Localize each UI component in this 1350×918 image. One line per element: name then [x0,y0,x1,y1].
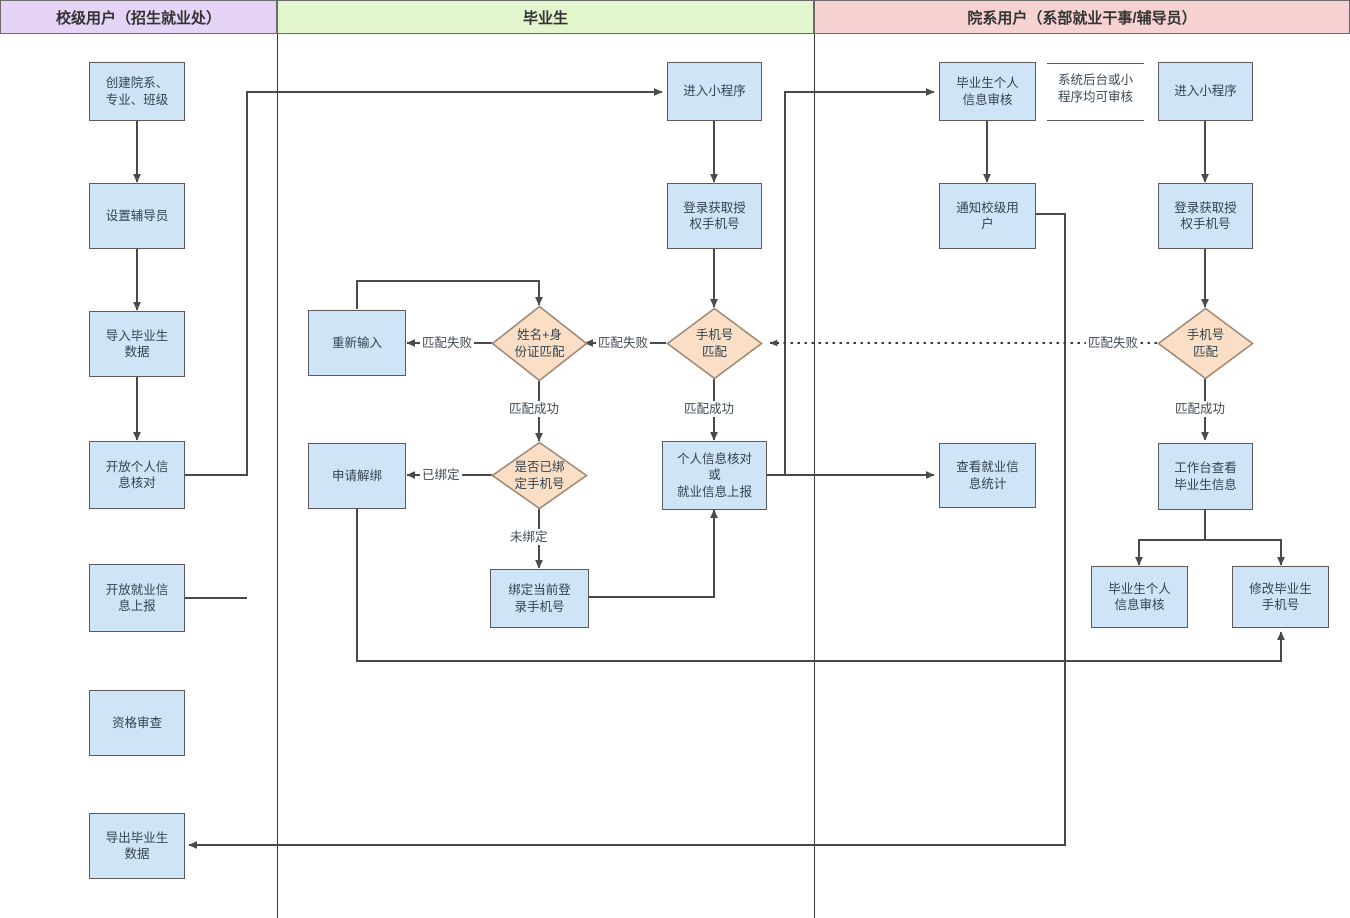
edge-label-dept-phone-match-success: 匹配成功 [1173,401,1228,418]
node-student-enter-miniprogram[interactable]: 进入小程序 [667,62,762,121]
node-open-personal-info-check-label: 开放个人信息核对 [105,459,169,491]
node-request-unbind[interactable]: 申请解绑 [308,443,406,509]
lane-divider-school-student [277,34,278,918]
lane-header-dept: 院系用户（系部就业干事/辅导员） [814,0,1350,34]
decision-phone-bound[interactable]: 是否已绑定手机号 [491,441,588,510]
lane-header-student-label: 毕业生 [522,9,568,27]
node-dept-enter-miniprogram[interactable]: 进入小程序 [1158,62,1253,121]
node-dept-enter-miniprogram-label: 进入小程序 [1174,84,1237,99]
node-dept-graduate-info-audit[interactable]: 毕业生个人信息审核 [939,62,1036,121]
node-open-employment-report-label: 开放就业信息上报 [105,582,169,614]
decision-name-id-match[interactable]: 姓名+身份证匹配 [491,305,588,382]
node-qualification-review[interactable]: 资格审查 [89,690,185,756]
node-create-department-label: 创建院系、专业、班级 [105,76,169,107]
node-bind-current-phone[interactable]: 绑定当前登录手机号 [490,569,589,628]
node-dept-graduate-info-audit-2-label: 毕业生个人信息审核 [1108,581,1171,613]
node-create-department[interactable]: 创建院系、专业、班级 [89,62,185,121]
lane-header-school-label: 校级用户（招生就业处） [55,9,221,27]
node-modify-graduate-phone[interactable]: 修改毕业生手机号 [1232,566,1329,628]
node-notify-school-user[interactable]: 通知校级用户 [939,183,1036,249]
edge-label-dept-phone-match-fail: 匹配失败 [1086,335,1141,352]
node-open-personal-info-check[interactable]: 开放个人信息核对 [89,441,185,509]
edge-label-name-id-match-fail: 匹配失败 [420,335,475,352]
node-reenter-info[interactable]: 重新输入 [308,310,406,376]
lane-header-school: 校级用户（招生就业处） [0,0,277,34]
lane-header-student: 毕业生 [277,0,814,34]
note-rule-top [1047,63,1144,65]
node-student-login-authorize-phone[interactable]: 登录获取授权手机号 [667,183,762,249]
edge-label-student-phone-match-success: 匹配成功 [682,401,737,418]
edge-label-phone-bound-yes: 已绑定 [420,467,462,484]
note-rule-bottom [1047,120,1144,122]
node-export-graduate-data-label: 导出毕业生数据 [105,830,169,862]
decision-dept-phone-match[interactable]: 手机号匹配 [1157,307,1254,380]
node-view-employment-statistics-label: 查看就业信息统计 [956,460,1019,491]
node-reenter-info-label: 重新输入 [331,335,382,350]
node-import-graduate-data-label: 导入毕业生数据 [105,328,169,360]
node-student-login-authorize-phone-label: 登录获取授权手机号 [683,200,746,232]
node-set-counselor[interactable]: 设置辅导员 [89,183,185,249]
node-modify-graduate-phone-label: 修改毕业生手机号 [1249,581,1312,613]
edge-label-phone-bound-no: 未绑定 [508,529,550,546]
note-audit-channels: 系统后台或小程序均可审核 [1057,73,1133,104]
decision-dept-phone-match-label: 手机号匹配 [1186,328,1225,359]
node-open-employment-report[interactable]: 开放就业信息上报 [89,564,185,632]
edge-label-name-id-match-success: 匹配成功 [507,401,562,418]
node-personal-info-or-employment-report-label: 个人信息核对或就业信息上报 [676,451,752,499]
node-request-unbind-label: 申请解绑 [331,468,382,483]
node-dept-graduate-info-audit-label: 毕业生个人信息审核 [956,76,1019,107]
node-view-employment-statistics[interactable]: 查看就业信息统计 [939,443,1036,508]
node-personal-info-or-employment-report[interactable]: 个人信息核对或就业信息上报 [662,441,767,510]
node-export-graduate-data[interactable]: 导出毕业生数据 [89,813,185,879]
node-set-counselor-label: 设置辅导员 [105,208,169,223]
node-dept-graduate-info-audit-2[interactable]: 毕业生个人信息审核 [1091,566,1188,628]
decision-student-phone-match[interactable]: 手机号匹配 [666,307,763,380]
edge-label-student-phone-match-fail: 匹配失败 [596,335,651,352]
node-bind-current-phone-label: 绑定当前登录手机号 [508,583,571,614]
decision-student-phone-match-label: 手机号匹配 [695,328,734,359]
lane-divider-student-dept [814,34,815,918]
node-qualification-review-label: 资格审查 [111,715,162,730]
node-notify-school-user-label: 通知校级用户 [956,200,1019,232]
decision-name-id-match-label: 姓名+身份证匹配 [514,328,565,359]
node-dept-login-authorize-phone-label: 登录获取授权手机号 [1174,200,1237,232]
node-dept-login-authorize-phone[interactable]: 登录获取授权手机号 [1158,183,1253,249]
node-workbench-view-graduate-info[interactable]: 工作台查看毕业生信息 [1158,443,1253,510]
lane-header-dept-label: 院系用户（系部就业干事/辅导员） [967,9,1197,27]
decision-phone-bound-label: 是否已绑定手机号 [514,460,565,491]
node-workbench-view-graduate-info-label: 工作台查看毕业生信息 [1174,461,1237,492]
node-import-graduate-data[interactable]: 导入毕业生数据 [89,311,185,377]
node-student-enter-miniprogram-label: 进入小程序 [683,84,746,99]
